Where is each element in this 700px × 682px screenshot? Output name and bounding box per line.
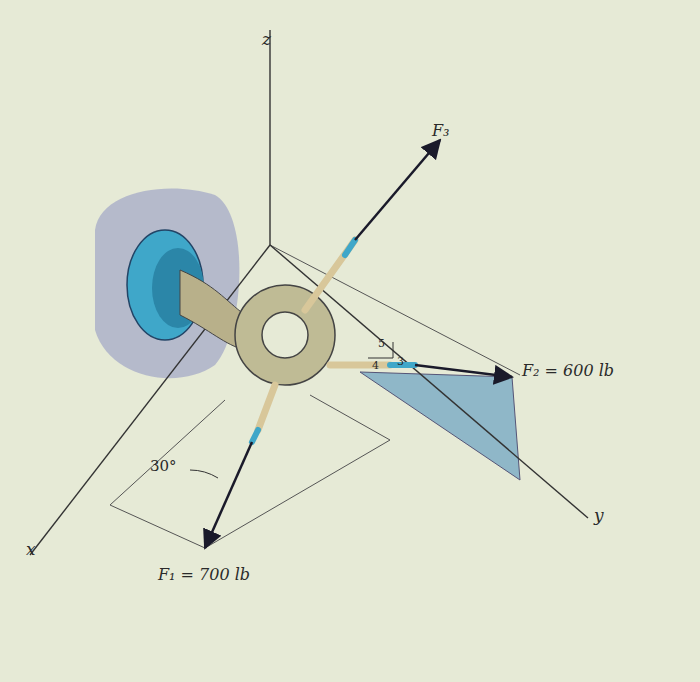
force-arrows (205, 140, 512, 548)
ring (262, 312, 308, 358)
angle-label: 30° (150, 458, 177, 475)
force-plane (360, 372, 520, 480)
slope-number: 5 (378, 338, 385, 350)
ring (235, 285, 335, 385)
force-label: F₃ (432, 122, 450, 140)
axes (30, 30, 588, 555)
axis-label: y (594, 506, 604, 525)
force-label: F₁ = 700 lb (158, 566, 250, 584)
angle-arc (190, 470, 218, 478)
slope-number: 4 (372, 360, 379, 372)
force-label: F₂ = 600 lb (522, 362, 614, 380)
slope-number: 3 (397, 356, 404, 368)
wall-patch (95, 188, 239, 378)
axis-label: z (262, 30, 271, 49)
cables (252, 240, 415, 442)
axis-label: x (26, 540, 36, 559)
